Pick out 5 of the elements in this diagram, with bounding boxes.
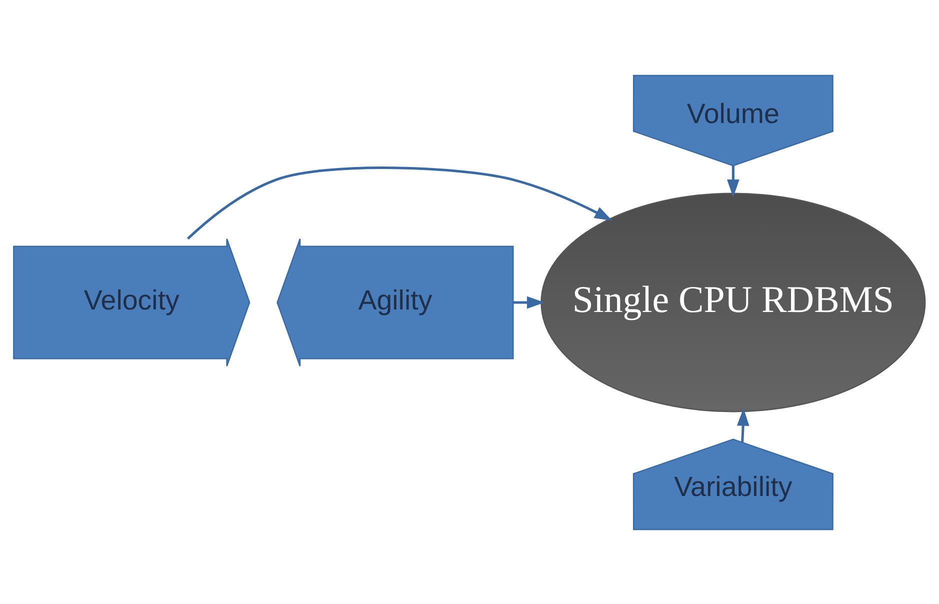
node-ellipse: Single CPU RDBMS [540, 192, 926, 412]
arrow [513, 296, 545, 308]
arrow [726, 165, 740, 197]
arrow [186, 166, 612, 240]
arrow [736, 408, 750, 442]
